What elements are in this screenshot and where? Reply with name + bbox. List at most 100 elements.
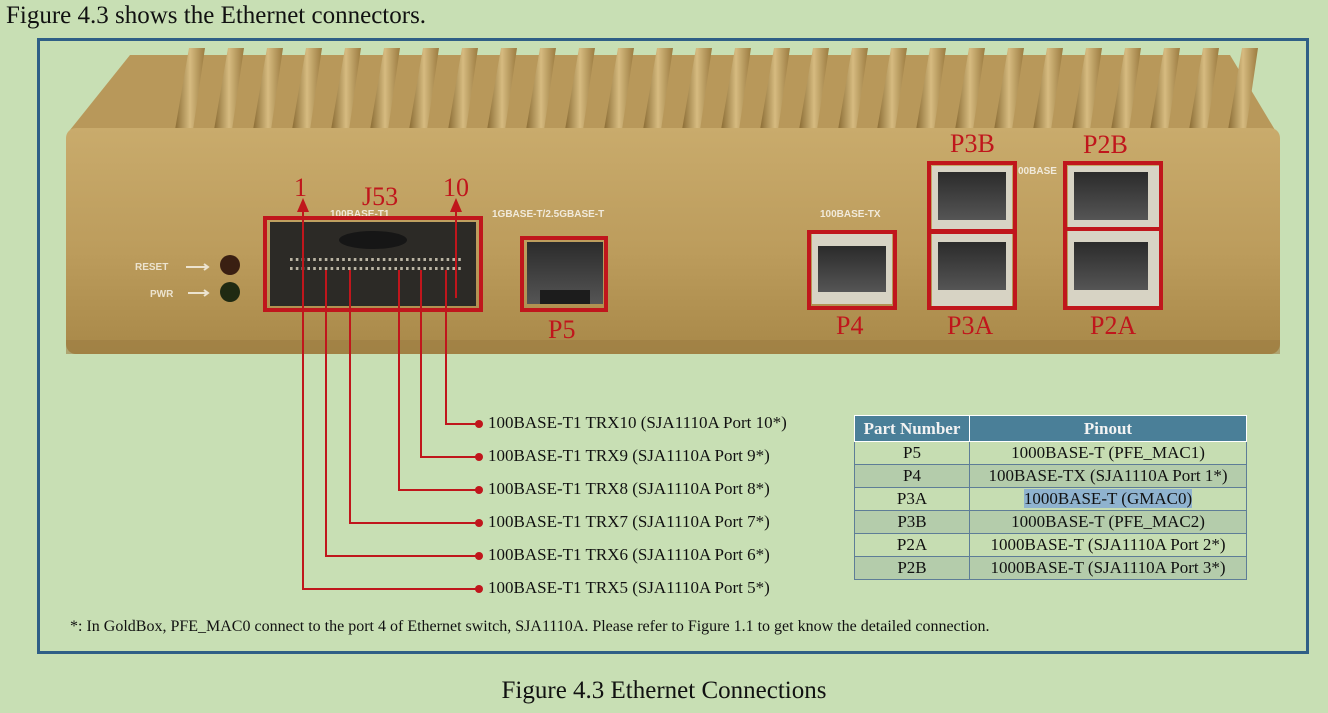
heatsink-fin: [1033, 48, 1063, 130]
heatsink-fin: [565, 48, 595, 130]
connector-pin: [342, 267, 345, 270]
heatsink-fin: [877, 48, 907, 130]
heatsink-fin: [1150, 48, 1180, 130]
connector-pin: [330, 258, 334, 261]
connector-pin: [458, 267, 461, 270]
connector-pin: [319, 258, 322, 261]
connector-pin: [313, 258, 316, 261]
label-p2a: P2A: [1090, 311, 1136, 340]
connector-pin: [290, 267, 293, 270]
silk-100base-tx: 100BASE-TX: [820, 209, 881, 220]
connector-pin: [417, 267, 421, 270]
connector-pin: [446, 267, 450, 270]
connector-pin: [348, 267, 351, 270]
connector-pin: [342, 258, 345, 261]
heatsink-fin: [253, 48, 283, 130]
heatsink-fin: [1228, 48, 1258, 130]
leader-line: [398, 270, 478, 491]
cell-part: P2A: [854, 533, 970, 557]
heatsink-fin: [955, 48, 985, 130]
cell-pinout: 1000BASE-T (PFE_MAC1): [969, 441, 1247, 465]
j53-connector: [263, 216, 483, 312]
port-p3: [927, 161, 1017, 310]
trx-label-9: 100BASE-T1 TRX9 (SJA1110A Port 9*): [488, 446, 770, 465]
table-row: P3B 1000BASE-T (PFE_MAC2): [854, 510, 1247, 534]
cell-pinout: 1000BASE-T (SJA1110A Port 3*): [969, 556, 1247, 580]
connector-pin: [423, 267, 426, 270]
label-p3b: P3B: [950, 129, 995, 158]
cell-part: P5: [854, 441, 970, 465]
leader-line: [445, 270, 478, 425]
heatsink-fin: [370, 48, 400, 130]
connector-pin: [330, 267, 334, 270]
intro-text: Figure 4.3 shows the Ethernet connectors…: [6, 2, 427, 29]
cell-pinout: 1000BASE-T (PFE_MAC2): [969, 510, 1247, 534]
connector-pin: [388, 267, 392, 270]
connector-pin: [359, 258, 363, 261]
connector-pin: [290, 258, 293, 261]
header-pinout: Pinout: [969, 415, 1247, 442]
footnote: *: In GoldBox, PFE_MAC0 connect to the p…: [70, 618, 990, 635]
pwr-led: [220, 282, 240, 302]
connector-pin: [394, 267, 397, 270]
connector-pin: [359, 267, 363, 270]
label-p4: P4: [836, 311, 863, 340]
silk-reset: RESET: [135, 262, 168, 273]
connector-pin: [324, 267, 328, 270]
connector-pin: [313, 267, 316, 270]
silk-00base: 00BASE: [1018, 166, 1057, 177]
table-row: P4 100BASE-TX (SJA1110A Port 1*): [854, 464, 1247, 488]
cell-part: P2B: [854, 556, 970, 580]
connector-pin: [377, 267, 380, 270]
table-row: P2B 1000BASE-T (SJA1110A Port 3*): [854, 556, 1247, 580]
connector-pin: [324, 258, 328, 261]
heatsink-fin: [487, 48, 517, 130]
header-part-number: Part Number: [854, 415, 970, 442]
label-p5: P5: [548, 315, 575, 344]
label-pin10: 10: [443, 173, 469, 202]
silk-pwr: PWR: [150, 289, 174, 300]
heatsink-fin: [292, 48, 322, 130]
cell-part: P3B: [854, 510, 970, 534]
connector-pin: [336, 258, 339, 261]
heatsink-fin: [838, 48, 868, 130]
connector-pin: [371, 267, 374, 270]
connector-pin: [452, 267, 455, 270]
heatsink-fin: [760, 48, 790, 130]
connector-pin: [458, 258, 461, 261]
leader-line: [325, 270, 478, 557]
silk-1gbase: 1GBASE-T/2.5GBASE-T: [492, 209, 604, 220]
connector-pin: [307, 267, 310, 270]
leader-line: [420, 270, 478, 458]
connector-pin: [365, 267, 368, 270]
trx-label-8: 100BASE-T1 TRX8 (SJA1110A Port 8*): [488, 479, 770, 498]
connector-pin: [377, 258, 380, 261]
connector-pin: [382, 258, 386, 261]
connector-pin: [336, 267, 339, 270]
label-pin1: 1: [294, 173, 307, 202]
heatsink-fin: [175, 48, 205, 130]
reset-led: [220, 255, 240, 275]
connector-pin: [307, 258, 310, 261]
silk-100base-t1: 100BASE-T1: [330, 209, 390, 220]
heatsink-fin: [409, 48, 439, 130]
leader-dot: [475, 519, 483, 527]
port-p5: [520, 236, 608, 312]
connector-pin: [423, 258, 426, 261]
connector-pin: [394, 258, 397, 261]
trx-label-7: 100BASE-T1 TRX7 (SJA1110A Port 7*): [488, 512, 770, 531]
connector-pin: [295, 267, 299, 270]
heatsink-fin: [526, 48, 556, 130]
table-header-row: Part Number Pinout: [854, 415, 1247, 442]
connector-pin: [440, 258, 444, 261]
heatsink-fin: [448, 48, 478, 130]
trx-label-10: 100BASE-T1 TRX10 (SJA1110A Port 10*): [488, 413, 787, 432]
port-p2: [1063, 161, 1163, 310]
trx-label-6: 100BASE-T1 TRX6 (SJA1110A Port 6*): [488, 545, 770, 564]
cell-part: P3A: [854, 487, 970, 511]
label-p3a: P3A: [947, 311, 993, 340]
connector-pin: [411, 267, 415, 270]
trx-label-5: 100BASE-T1 TRX5 (SJA1110A Port 5*): [488, 578, 770, 597]
heatsink-fin: [682, 48, 712, 130]
heatsink-fin: [721, 48, 751, 130]
